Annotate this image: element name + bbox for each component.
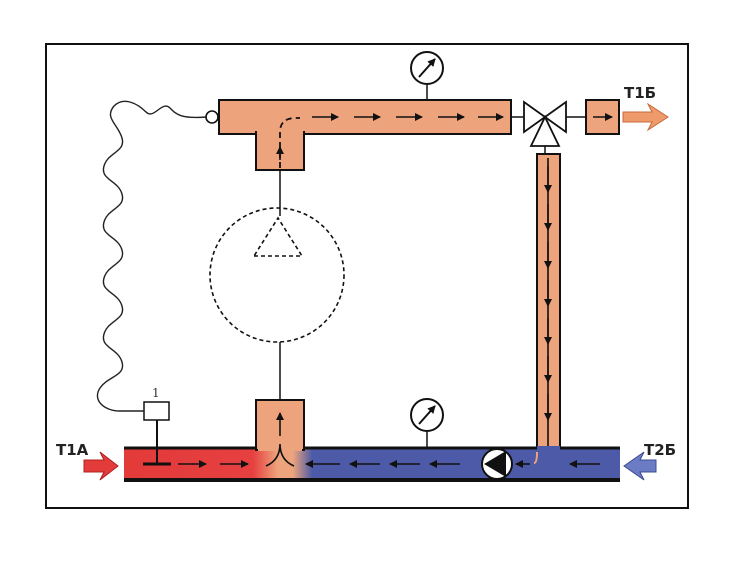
diagram-frame (45, 43, 689, 509)
top-supply-pipe (218, 99, 512, 171)
label-t2b: Т2Б (644, 441, 676, 459)
circulation-pump-icon (481, 448, 513, 480)
inlet-arrow-t2b (623, 451, 657, 481)
flow-bend-line (279, 117, 300, 168)
capillary-bulb (205, 110, 219, 124)
return-riser-pipe (533, 153, 561, 464)
inlet-arrow-t1a (83, 451, 119, 481)
three-way-valve-icon (511, 100, 586, 158)
temperature-sensor: 1 (143, 386, 171, 466)
expansion-vessel-icon (209, 170, 345, 400)
label-t1b: Т1Б (624, 84, 656, 102)
sensor-number: 1 (152, 386, 160, 400)
outlet-arrow-t1b (622, 102, 669, 132)
bottom-mixing-pipe (124, 399, 620, 482)
label-t1a: Т1А (56, 441, 89, 459)
pressure-gauge-icon (410, 51, 444, 100)
capillary-tube (96, 100, 207, 412)
outlet-pipe-stub (585, 99, 620, 135)
pressure-gauge-icon (410, 398, 444, 448)
